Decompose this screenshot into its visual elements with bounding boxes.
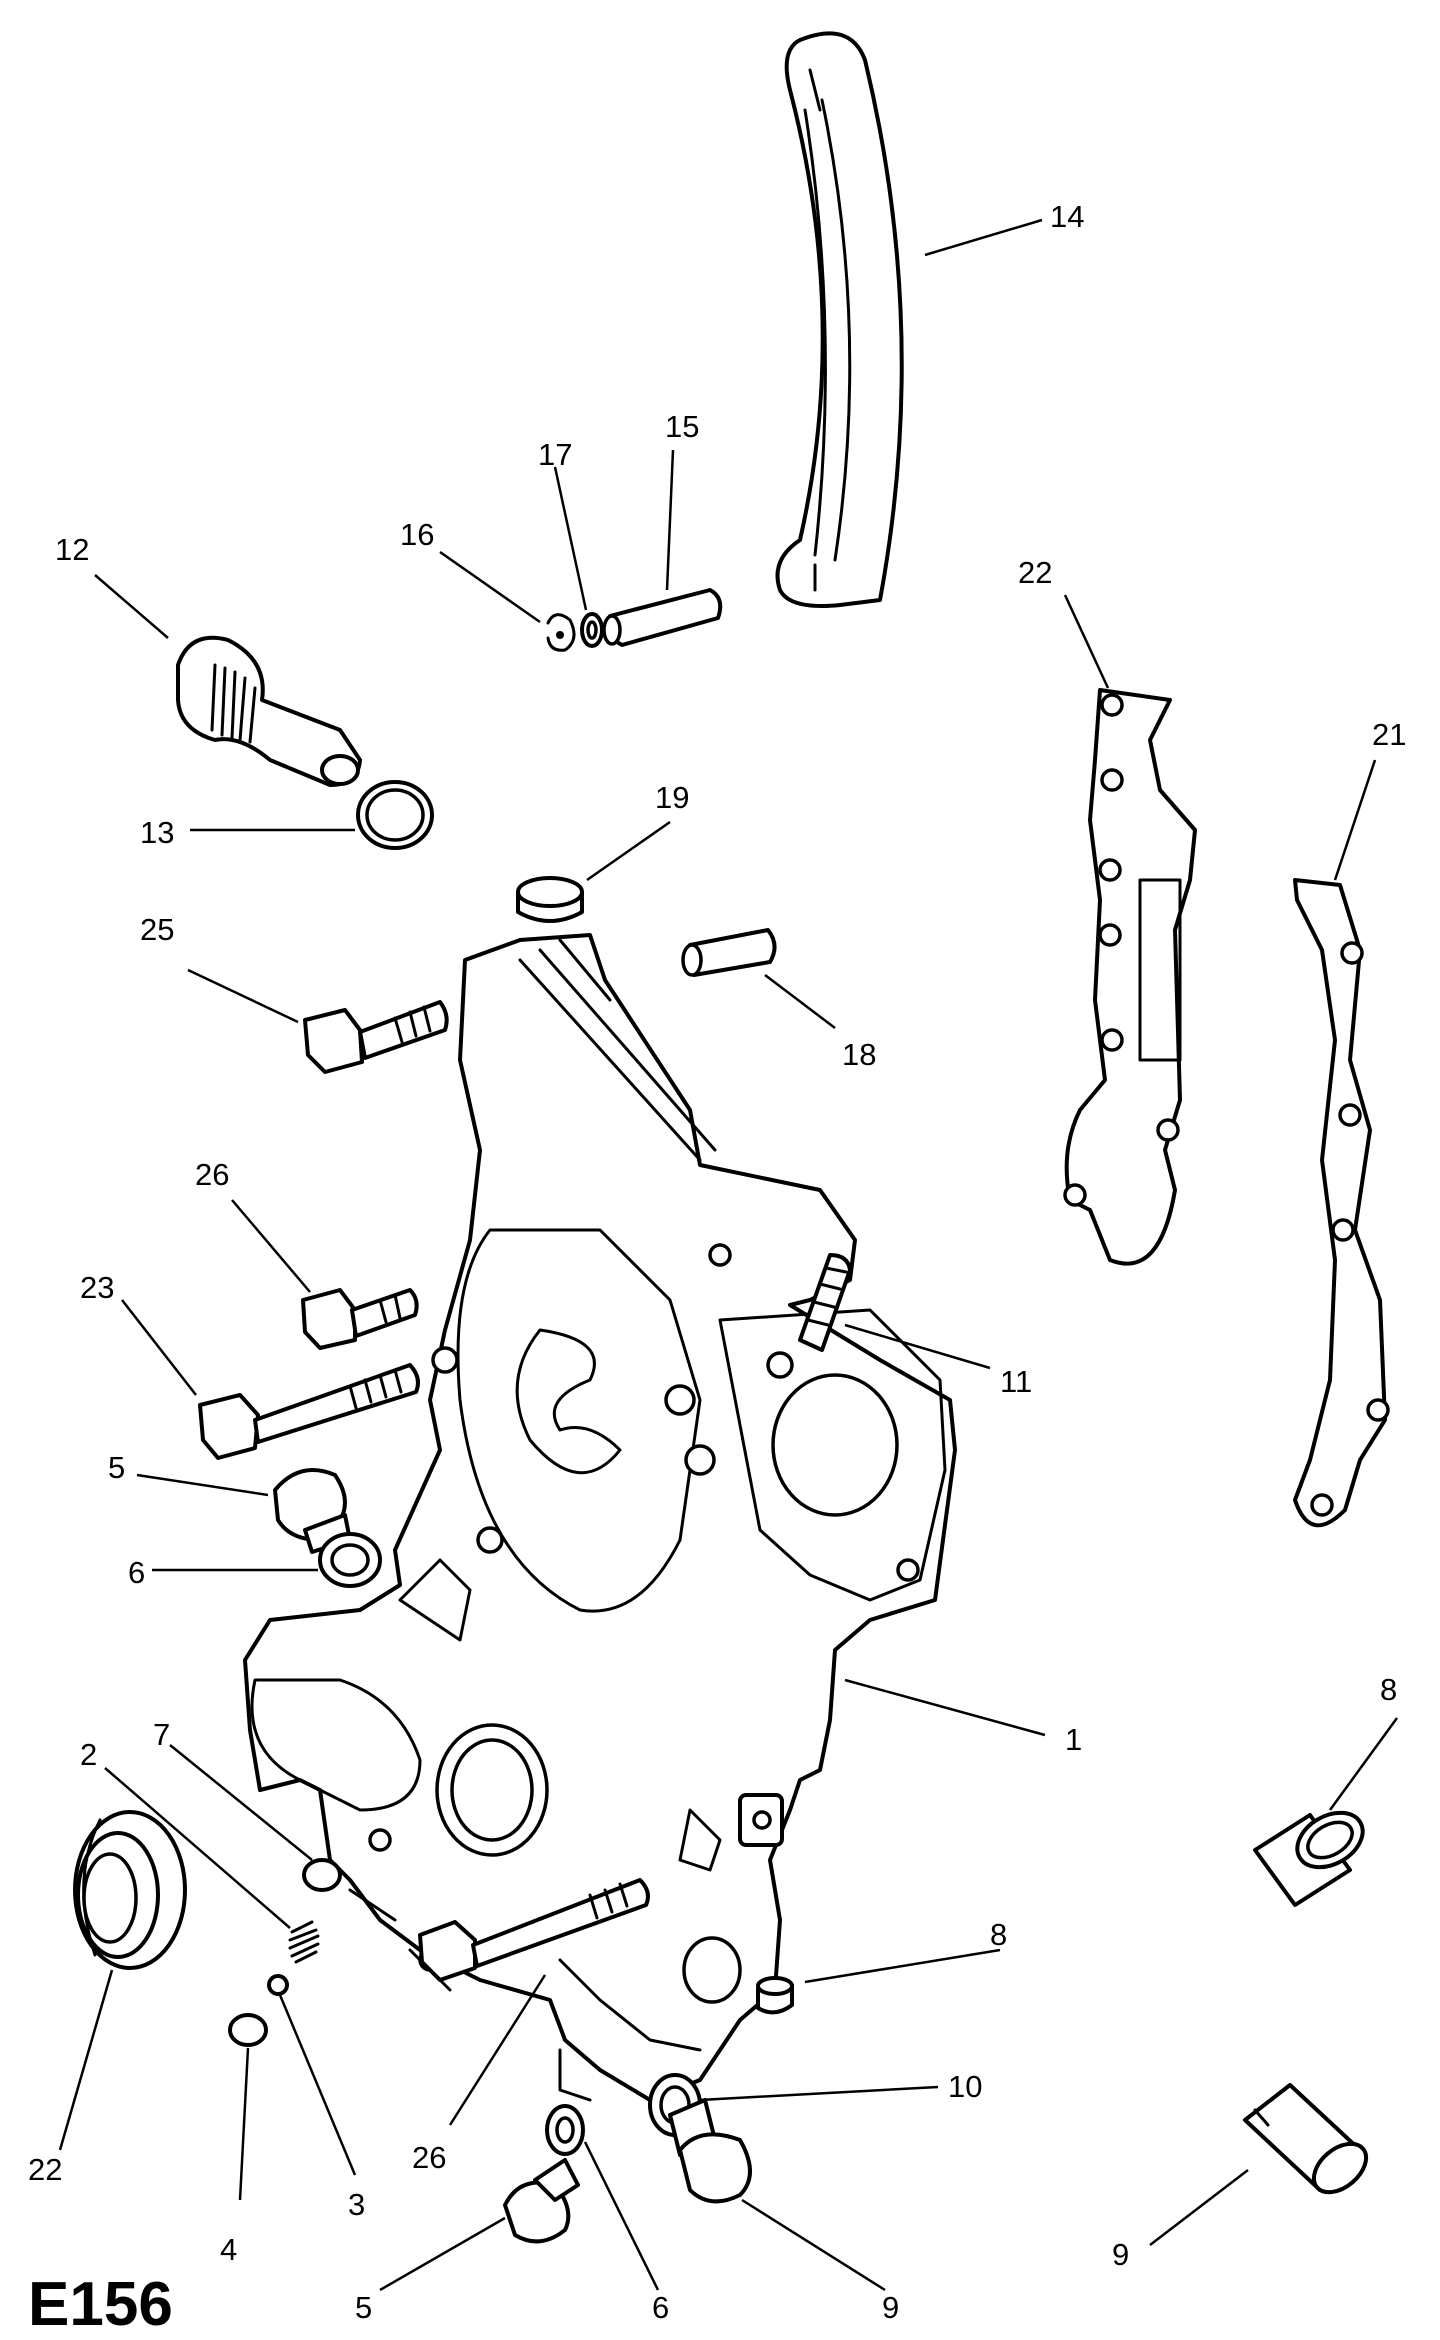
- part-chain-guide-rail: [775, 31, 904, 608]
- part-cap-plug: [516, 876, 584, 923]
- part-dowel-sleeve: [681, 928, 777, 977]
- callout-5-lower: 5: [355, 2290, 372, 2325]
- figure-code: E156: [28, 2270, 173, 2339]
- part-spring: [288, 1920, 320, 1964]
- callout-9: 9: [1112, 2237, 1129, 2272]
- part-valve-cap: [228, 2013, 268, 2047]
- part-bush: [1253, 1810, 1365, 1907]
- callout-19: 17: [538, 437, 572, 472]
- part-bolt-upper: [303, 1000, 449, 1074]
- callout-15: 13: [140, 815, 174, 850]
- part-small-plug: [756, 1976, 794, 2015]
- callout-4: 4: [220, 2232, 237, 2267]
- callout-21: 19: [655, 780, 689, 815]
- part-bolt-middle: [301, 1288, 419, 1350]
- callout-20: 18: [842, 1037, 876, 1072]
- part-bolt-lower: [418, 1878, 650, 1982]
- part-oil-seal: [73, 1810, 187, 1970]
- part-ball: [267, 1974, 289, 1996]
- callout-25: 23: [80, 1270, 114, 1305]
- part-gasket-lower: [1293, 878, 1390, 1528]
- part-gasket-upper: [1063, 688, 1197, 1266]
- callout-26: 26: [412, 2140, 446, 2175]
- part-stud: [798, 1253, 852, 1352]
- callout-28: 26: [195, 1157, 229, 1192]
- callout-6-upper: 6: [128, 1555, 145, 1590]
- callout-8: 8: [990, 1917, 1007, 1952]
- part-drain-plug-lower: [503, 2158, 580, 2244]
- part-seal-ring: [356, 780, 434, 850]
- part-guide-pin: [602, 588, 723, 647]
- part-bolt-long: [198, 1363, 420, 1460]
- callout-13: 11: [1000, 1364, 1032, 1399]
- part-washer-lower: [545, 2104, 585, 2156]
- callout-12: 10: [948, 2069, 982, 2104]
- part-retaining-clip: [546, 613, 576, 652]
- callout-11: 9: [882, 2290, 899, 2325]
- callout-16: 14: [1050, 199, 1084, 234]
- callout-14: 12: [55, 532, 89, 567]
- callout-3: 3: [348, 2187, 365, 2222]
- part-plug-bolt-right: [668, 2098, 752, 2204]
- callout-labels: 14 15 17 16 12 13 19 18 22 21 25 26 23 1…: [28, 199, 1406, 2325]
- callout-18: 16: [400, 517, 434, 552]
- callout-5-upper: 5: [108, 1450, 125, 1485]
- callout-17: 15: [665, 409, 699, 444]
- callout-27: 25: [140, 912, 174, 947]
- part-relief-cap: [302, 1858, 342, 1892]
- callout-6-lower: 6: [652, 2290, 669, 2325]
- callout-2: 2: [80, 1737, 97, 1772]
- part-timing-cover-housing: [243, 933, 957, 2102]
- callout-24: 22: [1018, 555, 1052, 590]
- part-small-washer: [580, 612, 604, 648]
- part-chain-tensioner: [176, 635, 362, 787]
- callout-22: 22: [28, 2152, 62, 2187]
- callout-23: 21: [1372, 717, 1406, 752]
- callout-10: 8: [1380, 1672, 1397, 1707]
- callout-7: 7: [153, 1717, 170, 1752]
- part-washer-upper: [318, 1532, 382, 1588]
- leader-lines: [58, 218, 1399, 2292]
- part-dowel-pin: [1243, 2083, 1369, 2195]
- callout-1: 1: [1065, 1722, 1082, 1757]
